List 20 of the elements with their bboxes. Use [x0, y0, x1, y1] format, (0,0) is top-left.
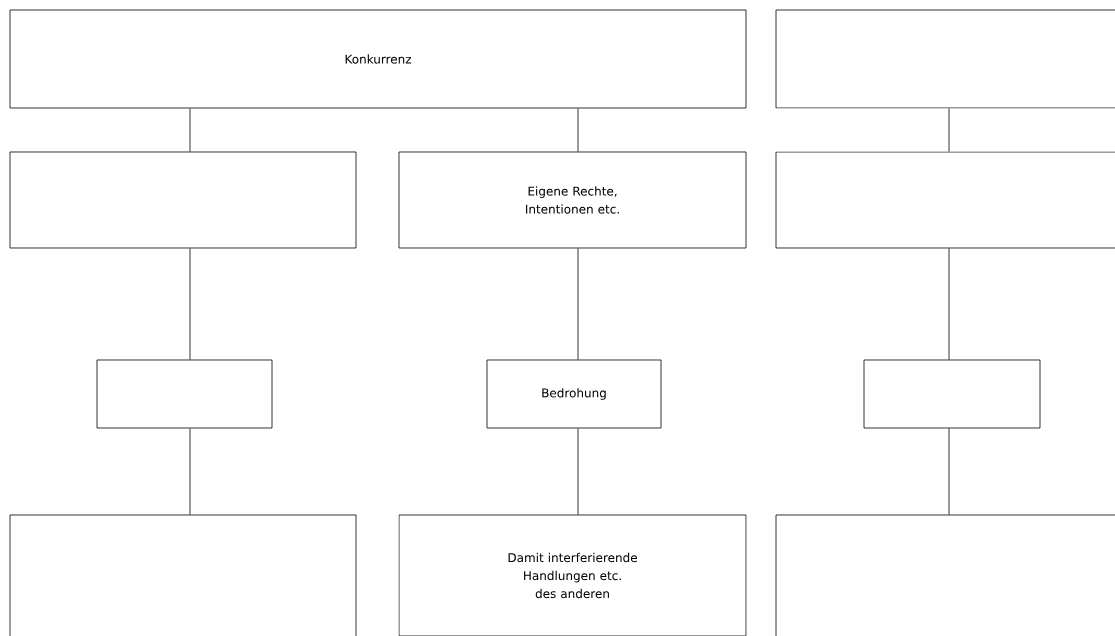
connector-line	[189, 428, 191, 515]
connector-line	[948, 108, 950, 152]
empty-box	[775, 9, 1115, 109]
empty-box	[9, 151, 357, 249]
connector-line	[577, 248, 579, 360]
text-box: Bedrohung	[486, 359, 662, 429]
connector-line	[189, 108, 191, 152]
empty-box	[775, 514, 1115, 636]
empty-box	[9, 514, 357, 636]
connector-line	[189, 248, 191, 360]
empty-box	[775, 151, 1115, 249]
text-box: Eigene Rechte, Intentionen etc.	[398, 151, 747, 249]
text-box: Konkurrenz	[9, 9, 747, 109]
connector-line	[948, 248, 950, 360]
connector-line	[948, 428, 950, 515]
text-box: Damit interferierende Handlungen etc. des anderen	[398, 514, 747, 636]
empty-box	[863, 359, 1041, 429]
connector-line	[577, 428, 579, 515]
empty-box	[96, 359, 273, 429]
connector-line	[577, 108, 579, 152]
